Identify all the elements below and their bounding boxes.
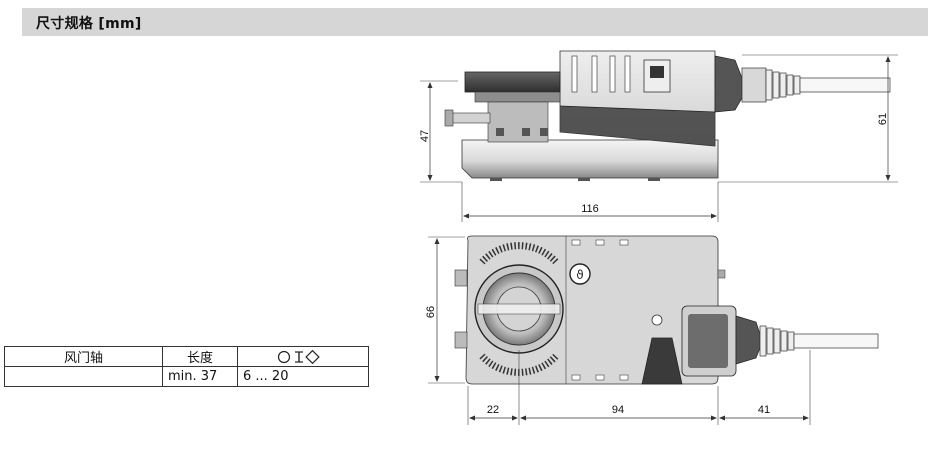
section-header: 尺寸规格 [mm] <box>22 8 928 36</box>
round-shaft-icon <box>277 350 291 363</box>
dim-116: 116 <box>581 203 599 215</box>
manual-override-icon: ϑ <box>569 263 591 285</box>
length-cell: min. 37 <box>162 366 238 387</box>
svg-text:ϑ: ϑ <box>576 268 583 282</box>
dim-66: 66 <box>425 306 437 318</box>
height-range-icon <box>295 350 303 363</box>
section-title: 尺寸规格 [mm] <box>36 16 142 32</box>
dim-94: 94 <box>612 404 624 416</box>
top-view: ϑ 66 22 94 41 <box>425 235 879 425</box>
dim-22: 22 <box>487 404 499 416</box>
square-shaft-icon <box>305 349 320 364</box>
dim-61: 61 <box>877 113 889 125</box>
damper-shaft-table: 风门轴 长度 min. 37 6 ... 20 <box>4 346 369 387</box>
shaft-range-cell: 6 ... 20 <box>237 366 369 387</box>
table-row: min. 37 6 ... 20 <box>4 366 369 387</box>
dim-47: 47 <box>419 130 431 142</box>
table-header-row: 风门轴 长度 <box>4 346 369 367</box>
dim-41: 41 <box>758 404 770 416</box>
side-view: 47 61 116 <box>419 50 898 222</box>
